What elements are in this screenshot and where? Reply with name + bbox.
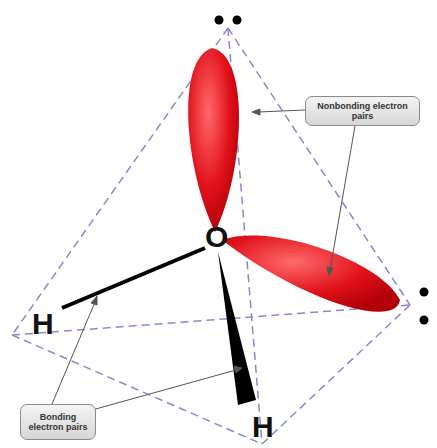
- callout-box: Bonding electron pairs: [20, 404, 96, 440]
- leader-lines: [52, 109, 355, 410]
- electron-dots: [215, 16, 429, 325]
- bond-wedge: [218, 252, 256, 405]
- lone-pair-lobe: [188, 48, 239, 232]
- callout-box: Nonbonding electron pairs: [305, 96, 420, 126]
- atom-symbol: O: [205, 222, 228, 252]
- callout-text: Bonding electron pairs: [27, 412, 89, 433]
- atom-symbol: H: [252, 412, 274, 442]
- lone-pair-lobe: [222, 235, 400, 311]
- tetrahedron-outline: [12, 28, 410, 444]
- callout-text: Nonbonding electron pairs: [312, 101, 413, 122]
- bond-line: [62, 248, 205, 308]
- atom-symbol: H: [32, 309, 54, 339]
